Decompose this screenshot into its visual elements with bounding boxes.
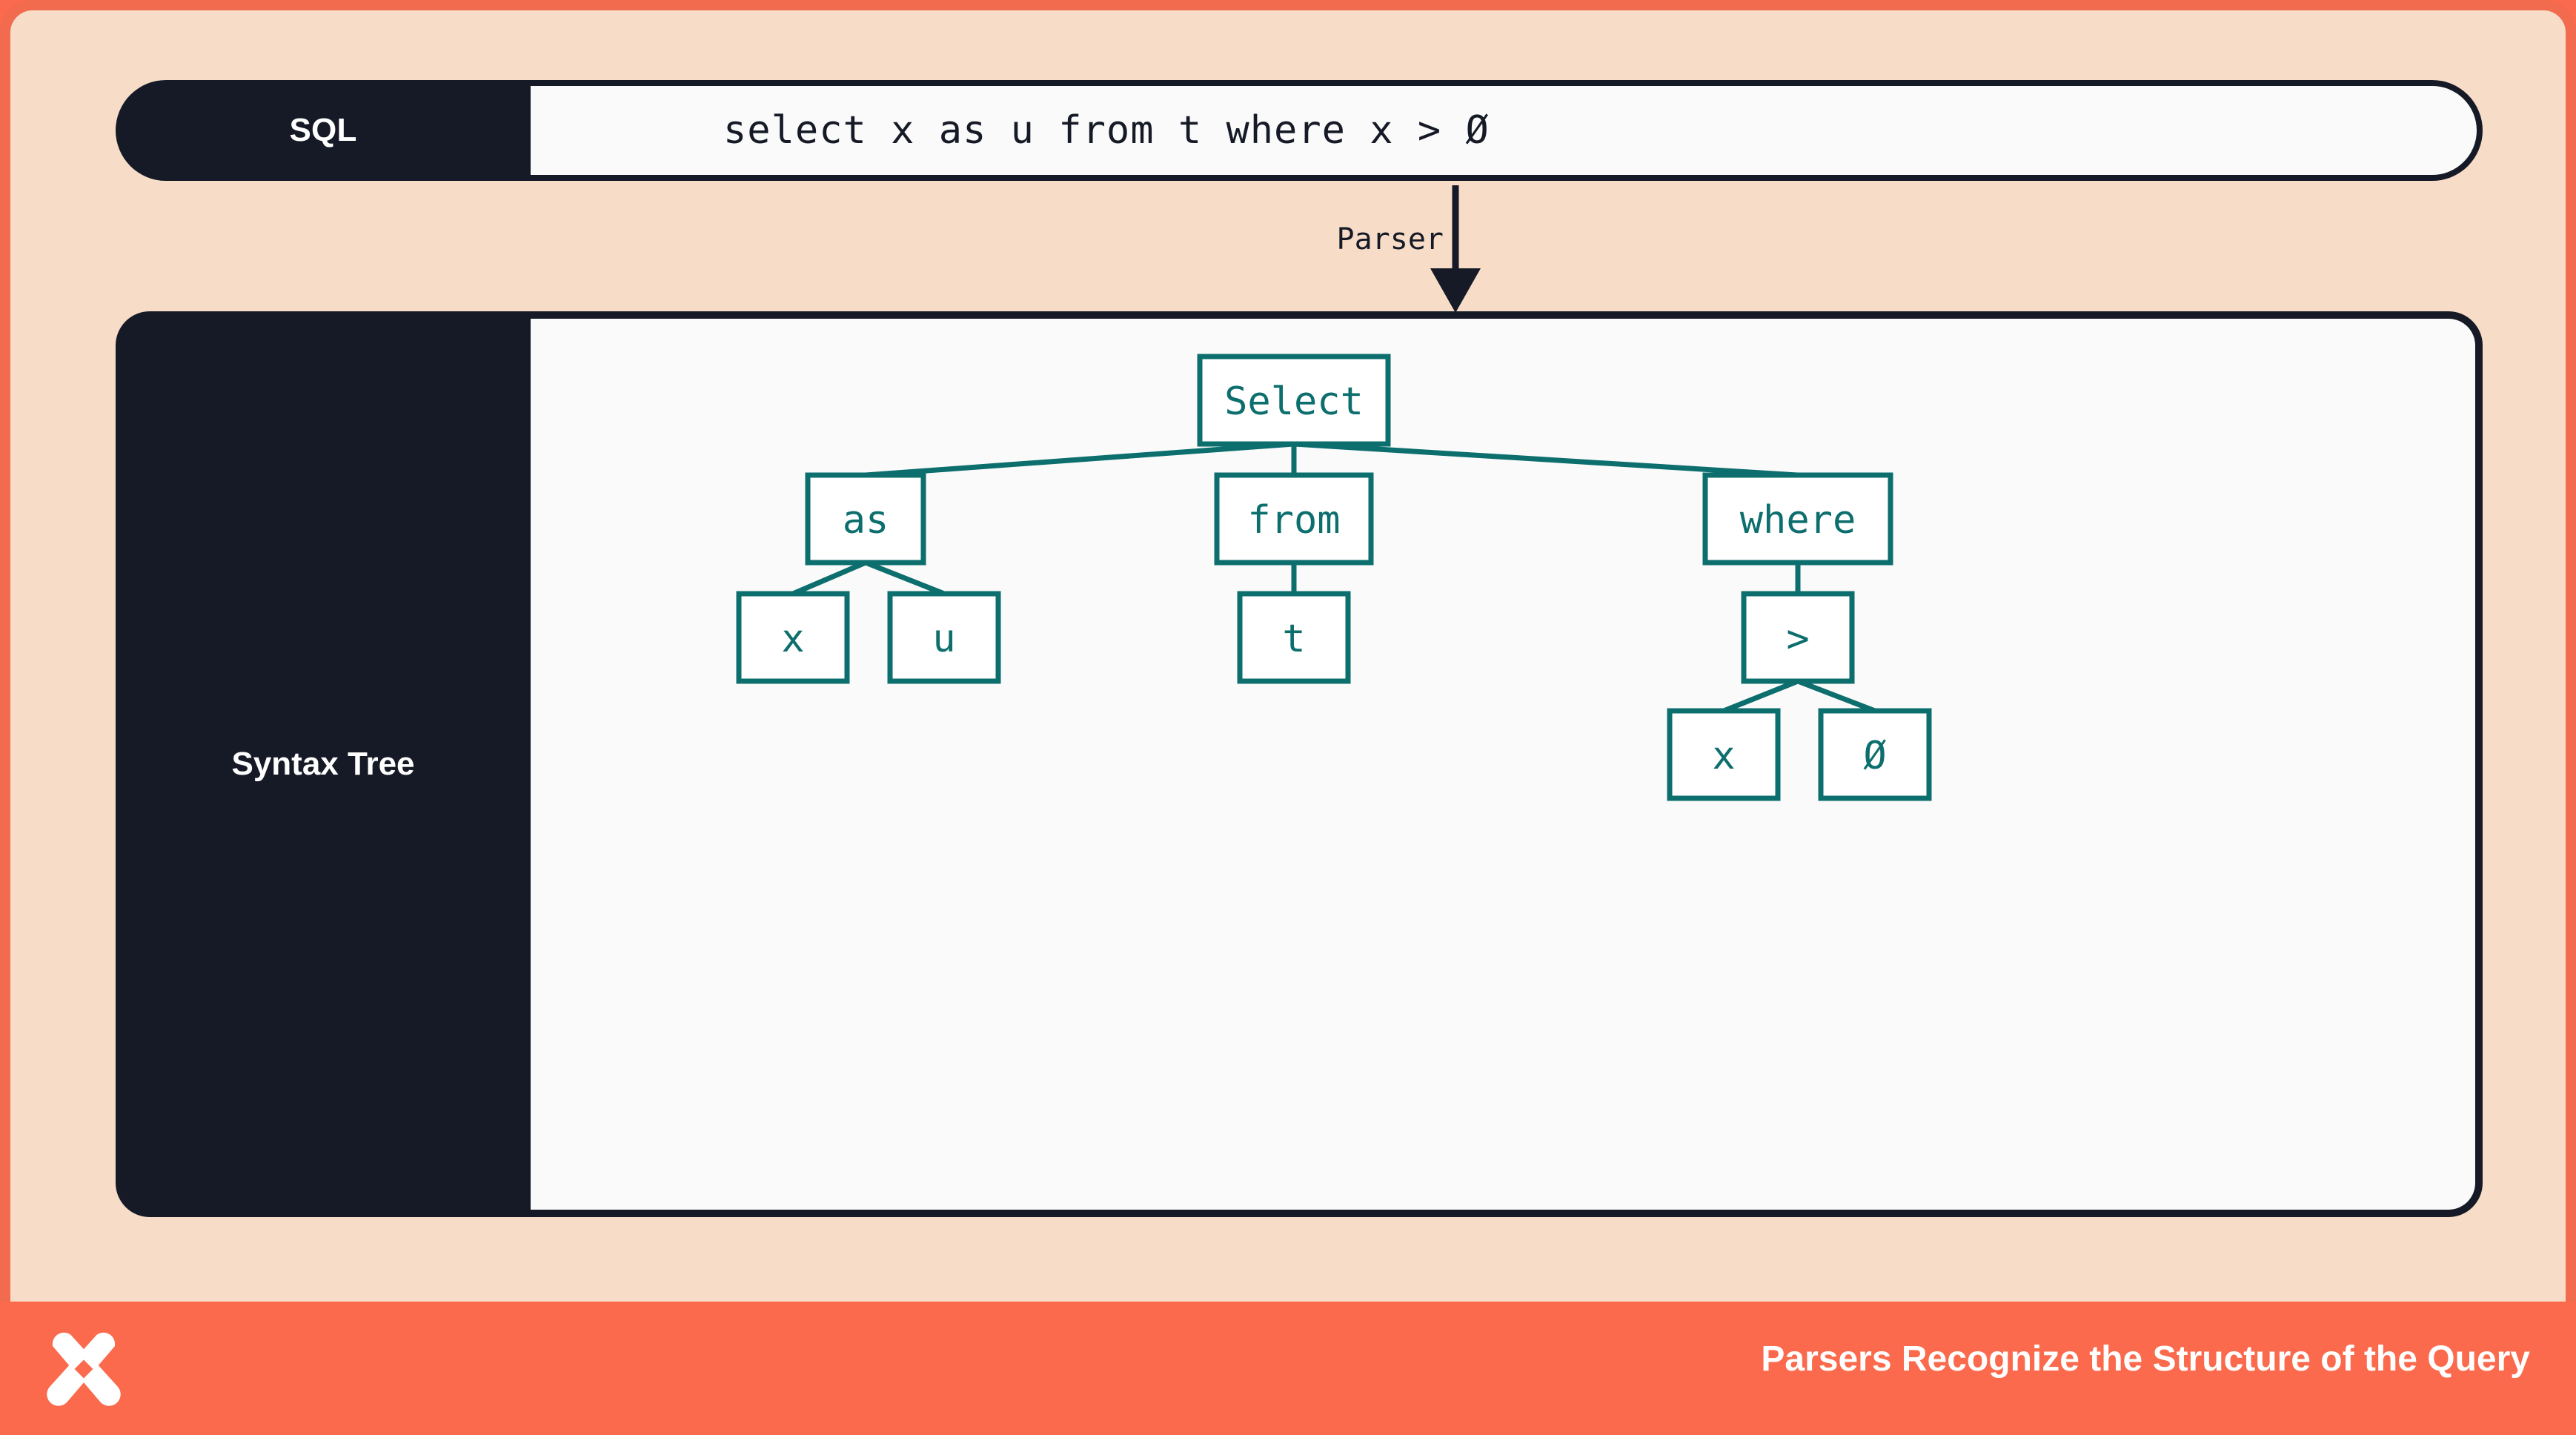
tree-node-box xyxy=(887,591,1001,684)
tree-node-label: u xyxy=(932,617,955,661)
tree-node-label: x xyxy=(781,617,804,661)
tree-edge xyxy=(1796,678,1876,714)
tree-edge xyxy=(1293,441,1799,478)
tree-node-box xyxy=(1237,591,1351,684)
tree-edge xyxy=(865,441,1295,478)
tree-edge xyxy=(1722,678,1799,714)
tree-node-box xyxy=(1818,708,1932,801)
tree-node-label: t xyxy=(1282,617,1305,661)
tree-node-where[interactable]: where xyxy=(1702,472,1893,566)
tree-node-gt_x[interactable]: x xyxy=(1667,708,1781,801)
tree-node-as_x[interactable]: x xyxy=(736,591,850,684)
tree-node-as[interactable]: as xyxy=(805,472,926,566)
sql-query-text: select x as u from t where x > Ø xyxy=(723,108,1490,153)
sql-row-label: SQL xyxy=(289,112,357,148)
parser-label: Parser xyxy=(1336,222,1444,256)
footer-bar: Parsers Recognize the Structure of the Q… xyxy=(0,1302,2576,1435)
tree-node-box xyxy=(805,472,926,566)
footer-caption: Parsers Recognize the Structure of the Q… xyxy=(1761,1339,2530,1379)
sql-input-row: SQL select x as u from t where x > Ø xyxy=(116,80,2483,181)
tree-node-from[interactable]: from xyxy=(1214,472,1374,566)
tree-edge xyxy=(791,560,867,597)
tree-edge xyxy=(864,560,946,597)
tree-node-label: Select xyxy=(1224,380,1364,424)
tree-node-box xyxy=(1197,354,1391,447)
tree-node-label: from xyxy=(1247,498,1340,543)
tree-node-label: where xyxy=(1740,498,1856,543)
parser-transform: Parser xyxy=(1300,185,1611,313)
tree-node-label: as xyxy=(843,498,889,543)
tree-node-label: x xyxy=(1712,734,1735,778)
tree-node-gt[interactable]: > xyxy=(1741,591,1855,684)
tree-node-as_u[interactable]: u xyxy=(887,591,1001,684)
arrow-down-icon xyxy=(1430,185,1481,313)
tree-node-box xyxy=(1741,591,1855,684)
tree-edge-layer xyxy=(791,441,1876,714)
tree-node-box xyxy=(1667,708,1781,801)
tree-node-gt_0[interactable]: Ø xyxy=(1818,708,1932,801)
x-brand-logo xyxy=(47,1332,121,1406)
tree-node-from_t[interactable]: t xyxy=(1237,591,1351,684)
tree-node-label: Ø xyxy=(1863,734,1886,778)
syntax-tree-label: Syntax Tree xyxy=(231,746,415,782)
tree-node-box xyxy=(736,591,850,684)
tree-node-box xyxy=(1702,472,1893,566)
tree-node-label: > xyxy=(1786,617,1809,661)
tree-node-box xyxy=(1214,472,1374,566)
sql-query-field[interactable]: select x as u from t where x > Ø xyxy=(531,86,2477,175)
tree-node-select[interactable]: Select xyxy=(1197,354,1391,447)
